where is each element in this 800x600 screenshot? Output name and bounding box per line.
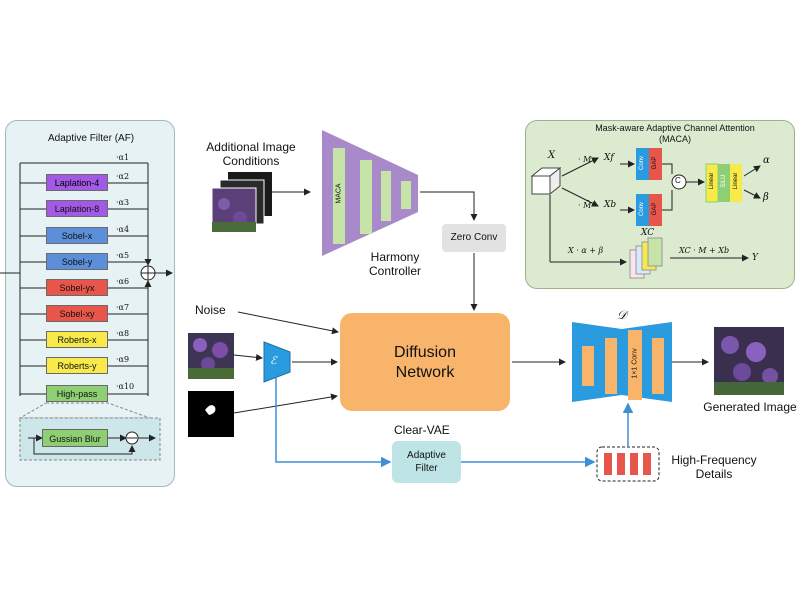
filter-high-pass: High-pass [46, 385, 108, 402]
maca-linear-1: Linear [709, 172, 715, 190]
alpha-9: ·α9 [116, 355, 130, 364]
maca-formula-1: X · α + β [568, 246, 604, 255]
maca-alpha: α [763, 155, 770, 166]
maca-xc: XC [641, 228, 655, 238]
gaussian-blur-box: Gussian Blur [42, 429, 108, 447]
maca-linear-2: Linear [733, 172, 739, 190]
maca-mul-mbar: · M̄ [578, 201, 592, 210]
maca-mul-m: · M [578, 155, 592, 164]
zero-conv-box: Zero Conv [442, 224, 506, 252]
alpha-3: ·α3 [116, 198, 130, 207]
maca-conv-2: Conv [639, 202, 645, 217]
maca-conv-1: Conv [639, 156, 645, 171]
filter-roberts-x: Roberts-x [46, 331, 108, 348]
filter-roberts-y: Roberts-y [46, 357, 108, 374]
maca-beta: β [763, 192, 769, 203]
clear-vae-label: Clear-VAE [394, 423, 450, 437]
filter-sobel-xy: Sobel-xy [46, 305, 108, 322]
alpha-2: ·α2 [116, 172, 130, 181]
decoder-conv-label: 1×1 Conv [631, 348, 639, 379]
maca-silu: SiLU [721, 174, 727, 188]
high-frequency-label: High-Frequency Details [671, 453, 757, 481]
maca-xf: Xf [604, 153, 614, 163]
adaptive-filter-box: Adaptive Filter [392, 441, 461, 483]
noise-label: Noise [195, 303, 226, 317]
alpha-4: ·α4 [116, 225, 130, 234]
encoder-label: ℰ [270, 354, 277, 367]
alpha-6: ·α6 [116, 277, 130, 286]
alpha-10: ·α10 [116, 382, 135, 391]
filter-sobel-yx: Sobel-yx [46, 279, 108, 296]
maca-concat: C [675, 176, 681, 185]
decoder-label: 𝒟 [617, 308, 627, 322]
additional-conditions-label: Additional Image Conditions [206, 140, 296, 168]
alpha-7: ·α7 [116, 303, 130, 312]
filter-sobel-y: Sobel-y [46, 253, 108, 270]
maca-xb: Xb [604, 200, 617, 210]
alpha-1: ·α1 [116, 153, 130, 162]
maca-gap-2: GAP [652, 202, 658, 216]
maca-y: Y [752, 253, 758, 263]
adaptive-filter-title: Adaptive Filter (AF) [48, 133, 135, 144]
harmony-controller-title: Harmony Controller [368, 250, 422, 278]
alpha-5: ·α5 [116, 251, 130, 260]
generated-image-label: Generated Image [703, 400, 797, 414]
alpha-8: ·α8 [116, 329, 130, 338]
filter-laplation-4: Laplation-4 [46, 174, 108, 191]
filter-laplation-8: Laplation-8 [46, 200, 108, 217]
diffusion-network: Diffusion Network [340, 313, 510, 411]
filter-sobel-x: Sobel-x [46, 227, 108, 244]
maca-x: X [548, 150, 556, 161]
maca-panel-title: Mask-aware Adaptive Channel Attention (M… [595, 123, 755, 144]
maca-formula-2: XC · M + Xb [679, 246, 730, 255]
maca-gap-1: GAP [652, 156, 658, 170]
